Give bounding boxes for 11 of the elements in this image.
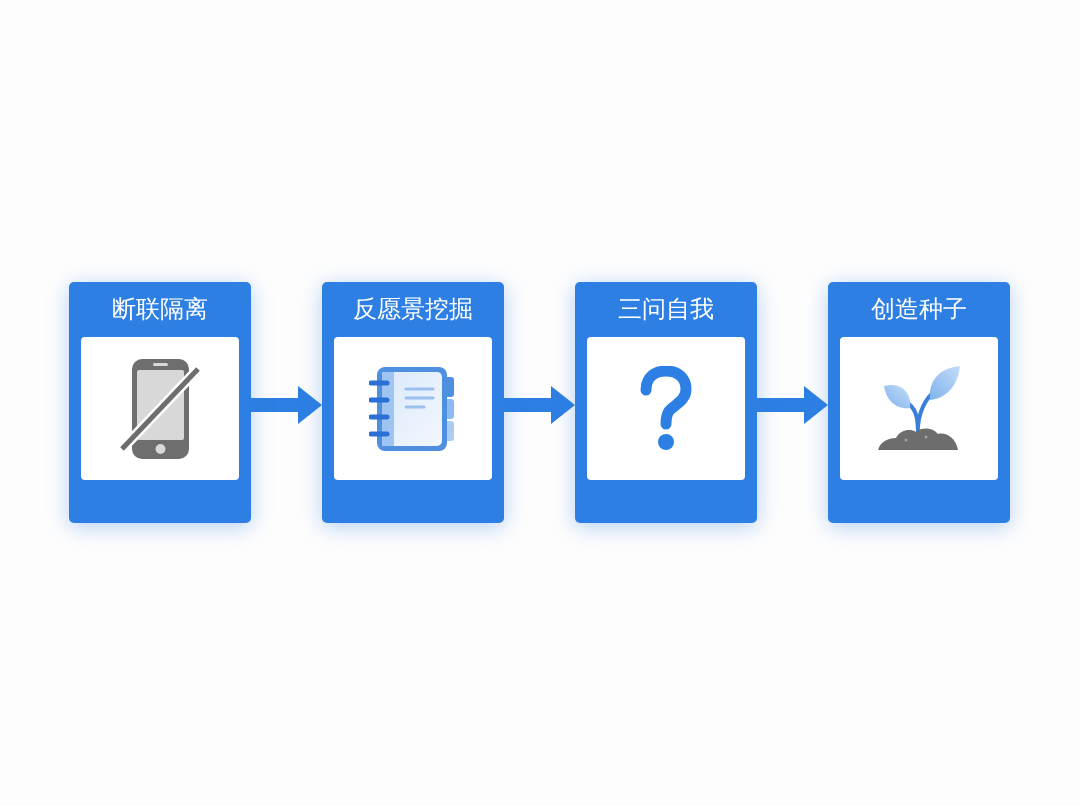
card-title: 创造种子 — [871, 295, 967, 324]
arrow — [757, 386, 828, 424]
process-card — [322, 282, 504, 523]
process-card — [69, 282, 251, 523]
card-title: 三问自我 — [618, 295, 714, 324]
card-title: 反愿景挖掘 — [353, 295, 473, 324]
arrow — [504, 386, 575, 424]
card-title: 断联隔离 — [112, 295, 208, 324]
process-card — [828, 282, 1010, 523]
process-card — [575, 282, 757, 523]
arrow — [251, 386, 322, 424]
